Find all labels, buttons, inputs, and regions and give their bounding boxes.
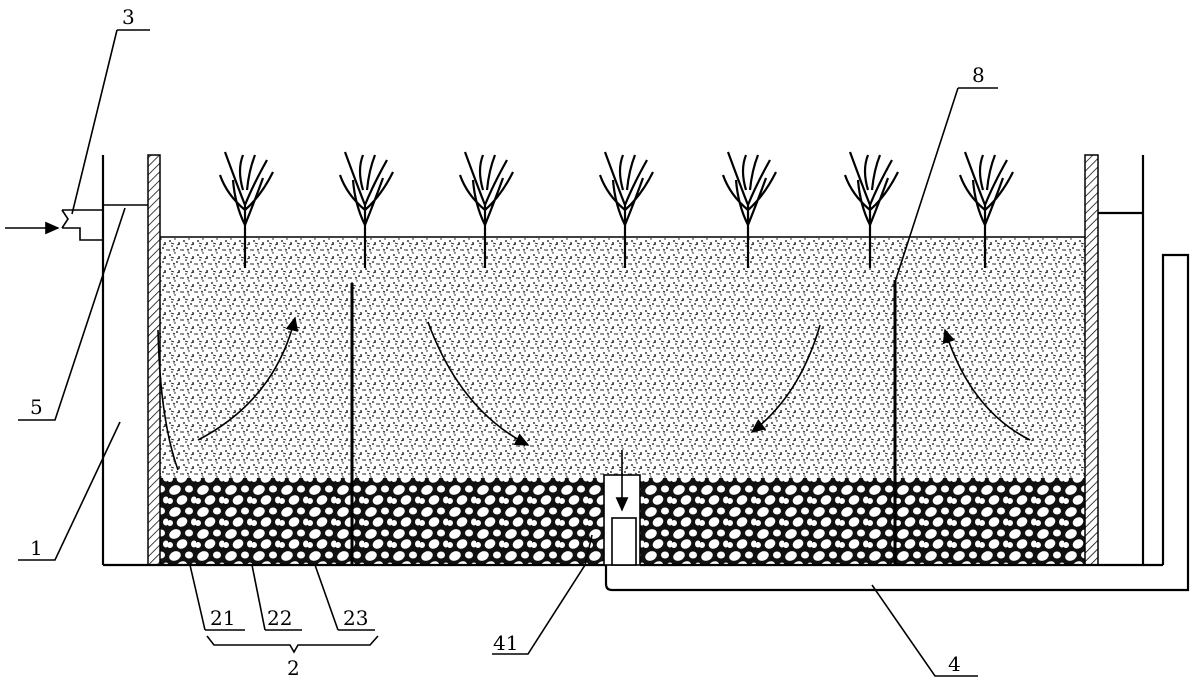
label-3: 3	[122, 5, 135, 29]
plant-icon	[721, 151, 777, 268]
label-4: 4	[948, 652, 961, 676]
left-wall	[147, 154, 161, 566]
flow-arrow-icon	[750, 324, 821, 433]
sand-layer	[160, 237, 1085, 480]
label-21: 21	[210, 606, 235, 630]
label-2: 2	[287, 656, 300, 680]
flow-arrow-icon	[942, 328, 1031, 441]
label-41: 41	[493, 631, 518, 655]
plant-icon	[598, 151, 654, 268]
label-1: 1	[30, 536, 43, 560]
collector-inlet	[611, 517, 637, 566]
label-8: 8	[972, 63, 985, 87]
right-wall	[1084, 154, 1099, 566]
plants	[218, 151, 1014, 268]
flow-arrow-icon	[197, 316, 299, 441]
flow-arrow-icon	[427, 321, 530, 446]
plant-icon	[458, 151, 514, 268]
plant-icon	[958, 151, 1014, 268]
label-23: 23	[343, 606, 368, 630]
plant-icon	[218, 151, 274, 268]
plant-icon	[338, 151, 394, 268]
plant-icon	[843, 151, 899, 268]
label-22: 22	[267, 606, 292, 630]
inlet-pipe	[61, 209, 103, 241]
outlet-pipe	[604, 253, 1190, 592]
flow-arrows	[157, 316, 1031, 471]
flow-path-line	[157, 329, 179, 471]
label-5: 5	[30, 395, 43, 419]
leaders	[18, 29, 998, 677]
